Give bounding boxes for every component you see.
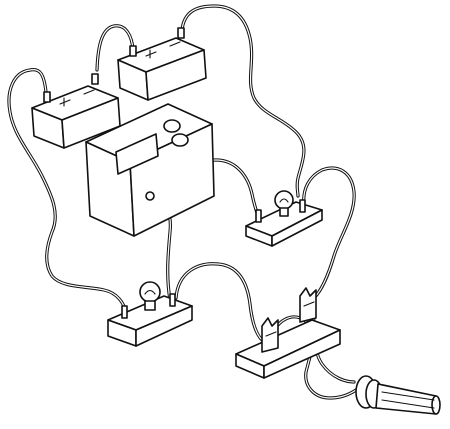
wire-battery-left-to-battery-right: [95, 24, 135, 72]
terminal-post-icon: [121, 305, 128, 319]
terminal-post-icon: [299, 199, 306, 213]
meter-knob-icon: [171, 133, 189, 147]
switch-block: [235, 287, 341, 379]
battery-terminal-icon: [43, 73, 99, 103]
meter-display: [115, 133, 159, 175]
power-meter: [85, 103, 215, 237]
terminal-post-icon: [169, 293, 176, 307]
probe-rod: [355, 375, 441, 415]
wires: [7, 4, 358, 400]
meter-knob-icon: [163, 119, 181, 133]
wire-bulb-right-to-switch: [302, 166, 356, 300]
light-bulb-icon: [139, 281, 161, 311]
wire-bulb-left-to-switch: [174, 262, 264, 342]
clip-terminal-icon: [261, 317, 279, 353]
meter-terminal-icon: [145, 191, 155, 201]
battery-left: [31, 73, 121, 149]
clip-terminal-icon: [299, 287, 317, 323]
wire-battery-left-to-bulb-left: [7, 68, 128, 314]
bulb-right: [245, 190, 323, 247]
light-bulb-icon: [274, 190, 294, 217]
battery-terminal-icon: [129, 27, 185, 57]
battery-right: [117, 27, 207, 101]
wire-battery-right-to-bulb-right: [180, 4, 306, 198]
terminal-post-icon: [255, 209, 262, 223]
rod-probe-icon: [355, 375, 441, 415]
bulb-left: [107, 281, 193, 347]
